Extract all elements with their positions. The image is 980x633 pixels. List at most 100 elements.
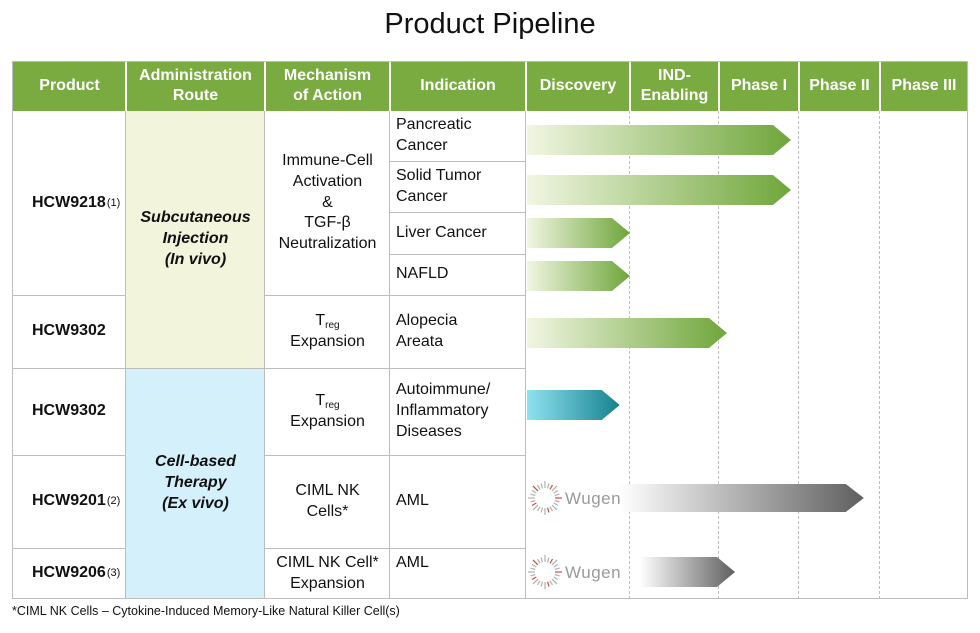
wugen-logo-ray — [553, 489, 559, 494]
row-line — [13, 455, 126, 456]
wugen-logo-ray — [530, 574, 536, 577]
ind-line: AML — [396, 553, 429, 571]
phase-divider — [629, 111, 630, 599]
route-cell-line1: Cell-based — [155, 453, 236, 471]
header-phase1-label: Phase I — [730, 77, 788, 94]
wugen-logo-ray — [532, 578, 539, 585]
header-mechanism: Mechanism of Action — [265, 61, 390, 111]
product-hcw9218: HCW9218(1) — [13, 111, 126, 295]
header-phase3-label: Phase III — [891, 77, 957, 94]
header-indication-label: Indication — [420, 77, 496, 94]
ind-line: Cancer — [396, 187, 448, 205]
indication-aml-2: AML — [390, 548, 526, 578]
header-ind-enabling: IND-Enabling — [630, 61, 719, 111]
wugen-logo-ray — [549, 580, 554, 586]
mechanism-ciml-nk-cells: CIML NK Cells* — [265, 455, 390, 548]
pipeline-bar — [527, 125, 791, 155]
wugen-logo-ray — [554, 567, 560, 570]
ind-line: Inflammatory — [396, 402, 489, 420]
ind-line: AML — [396, 492, 429, 510]
row-line — [390, 161, 526, 162]
wugen-logo-ray — [531, 576, 537, 581]
ind-line: Liver Cancer — [396, 223, 487, 241]
wugen-logo-ray — [554, 493, 560, 496]
header-route-line2: Route — [172, 87, 219, 104]
phase-divider — [718, 111, 719, 599]
mech-line: CIML NK Cell* — [276, 553, 379, 571]
wugen-logo-ray — [547, 581, 550, 587]
header-phase2-label: Phase II — [809, 77, 870, 94]
grid-line — [389, 111, 390, 599]
header-route-line1: Administration — [139, 67, 252, 84]
indication-nafld: NAFLD — [390, 254, 526, 295]
mech-line: TGF-β — [304, 214, 351, 232]
ind-line: Pancreatic — [396, 116, 472, 134]
header-phase2: Phase II — [799, 61, 880, 111]
header-phase3: Phase III — [880, 61, 968, 111]
mech-line: Activation — [292, 172, 363, 190]
pipeline-bar — [620, 484, 864, 512]
wugen-logo-ray — [536, 506, 541, 512]
product-hcw9206: HCW9206(3) — [13, 548, 126, 599]
mech-line: Cells* — [306, 502, 349, 520]
treg-subscript: reg — [325, 399, 340, 411]
ind-line: Autoimmune/ — [396, 381, 491, 399]
ind-line: Diseases — [396, 422, 462, 440]
wugen-logo-ray — [553, 563, 559, 568]
indication-liver: Liver Cancer — [390, 212, 526, 254]
row-line — [265, 548, 526, 549]
phase-divider — [879, 111, 880, 599]
product-name: HCW9206 — [32, 564, 106, 582]
wugen-logo-ray — [551, 578, 558, 585]
ind-line: Areata — [396, 332, 444, 350]
route-cell-line2: Therapy — [164, 474, 227, 492]
row-line — [13, 295, 126, 296]
treg-subscript: reg — [325, 319, 340, 331]
wugen-logo-ray — [540, 581, 543, 587]
header-phase1: Phase I — [719, 61, 799, 111]
wugen-logo-ray — [532, 559, 539, 566]
row-line — [265, 295, 526, 296]
page-title: Product Pipeline — [384, 8, 596, 40]
mechanism-immune-activation: Immune-Cell Activation & TGF-β Neutraliz… — [265, 111, 390, 295]
wugen-logo-ray — [553, 502, 559, 507]
wugen-logo: Wugen — [528, 555, 621, 589]
footnote: *CIML NK Cells – Cytokine-Induced Memory… — [12, 604, 400, 618]
wugen-logo-ray — [551, 504, 558, 511]
mech-line: Immune-Cell — [282, 152, 373, 169]
wugen-logo-ray — [547, 507, 550, 513]
wugen-logo-ray — [530, 567, 536, 570]
header-mech-line2: of Action — [293, 87, 362, 104]
wugen-logo-ray — [554, 500, 560, 503]
pipeline-bars — [527, 125, 864, 587]
header-discovery: Discovery — [526, 61, 630, 111]
product-hcw9302-cell: HCW9302 — [13, 368, 126, 455]
header-product-label: Product — [39, 77, 100, 94]
route-subq-line1: Subcutaneous — [140, 209, 251, 227]
treg-t: T — [315, 391, 326, 409]
header-divider — [389, 61, 391, 111]
wugen-logo-ray — [551, 559, 558, 566]
wugen-logo-ray — [554, 574, 560, 577]
phase-divider — [798, 111, 799, 599]
mechanism-treg-expansion-cell: Treg Expansion — [265, 368, 390, 455]
wugen-logo-ray — [549, 484, 554, 490]
product-footnote: (1) — [106, 196, 121, 209]
pipeline-bar — [527, 318, 727, 348]
header-mech-line1: Mechanism — [283, 67, 372, 84]
wugen-logo-ray — [549, 506, 554, 512]
mech-line: CIML NK — [295, 481, 360, 499]
ind-line: NAFLD — [396, 265, 449, 283]
route-cell-line3: (Ex vivo) — [162, 494, 229, 512]
header-divider — [264, 61, 266, 111]
header-divider — [798, 61, 800, 111]
grid-line — [125, 111, 126, 599]
row-line — [390, 254, 526, 255]
treg-t: T — [315, 311, 326, 329]
